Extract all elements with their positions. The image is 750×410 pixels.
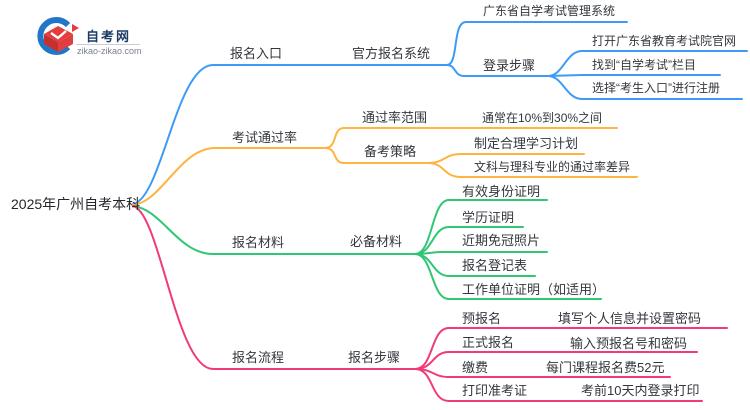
node-login-step-open-site: 打开广东省教育考试院官网 [592, 34, 737, 48]
node-required-materials: 必备材料 [350, 234, 403, 249]
node-system-name: 广东省自学考试管理系统 [483, 4, 616, 18]
logo-swoosh-icon [37, 17, 71, 55]
node-process-steps: 报名步骤 [348, 350, 401, 365]
node-materials: 报名材料 [232, 235, 285, 250]
node-login-steps: 登录步骤 [483, 58, 536, 73]
node-login-step-register: 选择“考生入口”进行注册 [592, 81, 720, 95]
node-entry-portal: 报名入口 [230, 46, 283, 61]
node-material-id: 有效身份证明 [462, 184, 541, 199]
node-process: 报名流程 [232, 350, 285, 365]
node-material-form: 报名登记表 [462, 258, 528, 273]
node-material-photo: 近期免冠照片 [462, 233, 541, 248]
node-material-work-cert: 工作单位证明（如适用） [462, 282, 606, 297]
logo-site-url: zikao-zikao.com [77, 46, 142, 56]
logo-graduation-cap-icon [37, 17, 79, 55]
node-prep-study-plan: 制定合理学习计划 [474, 136, 579, 151]
node-prep-strategy: 备考策略 [364, 144, 417, 159]
node-step-pay: 缴费 [462, 360, 489, 375]
node-material-diploma: 学历证明 [462, 210, 515, 225]
node-official-system: 官方报名系统 [352, 46, 431, 61]
node-root: 2025年广州自考本科 [11, 196, 141, 212]
logo-cap-icon [44, 24, 79, 52]
logo-site-name: 自考网 [86, 29, 132, 44]
node-rate-range: 通过率范围 [362, 110, 428, 125]
node-step-print-ticket: 打印准考证 [462, 383, 528, 398]
node-step-formal-register: 正式报名 [462, 335, 515, 350]
node-rate-range-value: 通常在10%到30%之间 [482, 111, 603, 125]
node-step-preregister: 预报名 [462, 311, 502, 326]
branch-process-lines [132, 205, 728, 402]
node-step-print-ticket-desc: 考前10天内登录打印 [581, 383, 700, 398]
branch-entry-lines [132, 21, 748, 205]
node-prep-rate-difference: 文科与理科专业的通过率差异 [474, 160, 631, 174]
branch-passrate-lines [132, 127, 638, 206]
node-login-step-find-column: 找到“自学考试”栏目 [592, 58, 696, 72]
node-pass-rate: 考试通过率 [232, 130, 298, 145]
node-step-formal-register-desc: 输入预报名号和密码 [570, 336, 688, 351]
site-logo: 自考网 zikao-zikao.com [28, 12, 168, 64]
node-step-preregister-desc: 填写个人信息并设置密码 [558, 311, 702, 326]
node-step-pay-desc: 每门课程报名费52元 [546, 360, 665, 375]
branch-materials-lines [132, 199, 602, 300]
logo-divider [76, 44, 140, 45]
